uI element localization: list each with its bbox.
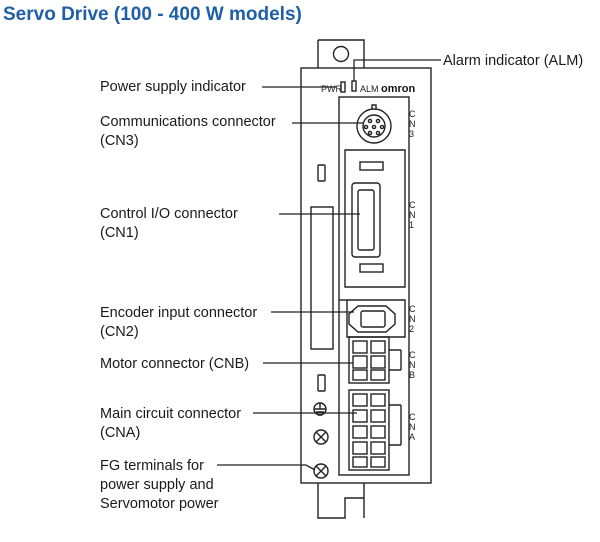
encoder-input-connector-label: Encoder input connector (CN2) xyxy=(100,305,258,340)
cn3-tag-n: N xyxy=(409,119,416,129)
power-supply-indicator-label: Power supply indicator xyxy=(100,79,246,95)
cn3-tag-c: C xyxy=(409,109,416,119)
alm-tag: ALM xyxy=(360,84,379,94)
cn1-recess xyxy=(344,149,406,288)
drive-body xyxy=(300,67,432,484)
cn2-connector xyxy=(348,305,396,333)
brand-logo: omron xyxy=(381,83,416,95)
cna-tag-c: C xyxy=(409,412,416,422)
cn1-connector xyxy=(351,182,381,258)
page-title: Servo Drive (100 - 400 W models) xyxy=(3,4,302,25)
fg-terminal-lower xyxy=(313,463,329,479)
cn1-tag-1: 1 xyxy=(409,220,414,230)
cn2-tag-c: C xyxy=(409,304,416,314)
cn1-latch-top xyxy=(359,161,384,171)
cn3-connector xyxy=(356,108,392,144)
front-panel xyxy=(338,96,410,476)
alarm-leader-line xyxy=(353,59,441,81)
cnb-connector xyxy=(348,336,390,384)
top-mounting-tab xyxy=(318,39,365,68)
alm-indicator-led xyxy=(351,80,357,92)
cn2-recess xyxy=(346,299,406,338)
main-circuit-connector-label: Main circuit connector (CNA) xyxy=(100,406,242,441)
cnb-tag-n: N xyxy=(409,360,416,370)
cn2-tag-n: N xyxy=(409,314,416,324)
alarm-indicator-label: Alarm indicator (ALM) xyxy=(443,53,584,69)
cna-tag-a: A xyxy=(409,432,415,442)
cnb-tag-b: B xyxy=(409,370,415,380)
motor-connector-label: Motor connector (CNB) xyxy=(100,356,250,372)
cn2-tag-2: 2 xyxy=(409,324,414,334)
bottom-mounting-tab xyxy=(317,483,365,519)
communications-connector-label: Communications connector (CN3) xyxy=(100,114,276,149)
fg-terminals-label: FG terminals for power supply and Servom… xyxy=(100,458,219,512)
side-window xyxy=(310,206,334,350)
cna-connector xyxy=(348,389,390,471)
fg-terminal-upper xyxy=(313,429,329,445)
control-io-connector-label: Control I/O connector (CN1) xyxy=(100,206,238,241)
cna-tag-n: N xyxy=(409,422,416,432)
cn1-latch-bottom xyxy=(359,263,384,273)
left-slot-lower xyxy=(317,374,326,392)
cnb-tag-c: C xyxy=(409,350,416,360)
top-mounting-hole xyxy=(332,45,350,63)
cn1-tag-c: C xyxy=(409,200,416,210)
cn1-tag-n: N xyxy=(409,210,416,220)
left-slot-upper xyxy=(317,164,326,182)
fg-leader-line xyxy=(217,464,316,471)
pwr-indicator-led xyxy=(340,81,346,93)
pwr-tag: PWR xyxy=(321,84,342,94)
cn3-tag-3: 3 xyxy=(409,129,414,139)
